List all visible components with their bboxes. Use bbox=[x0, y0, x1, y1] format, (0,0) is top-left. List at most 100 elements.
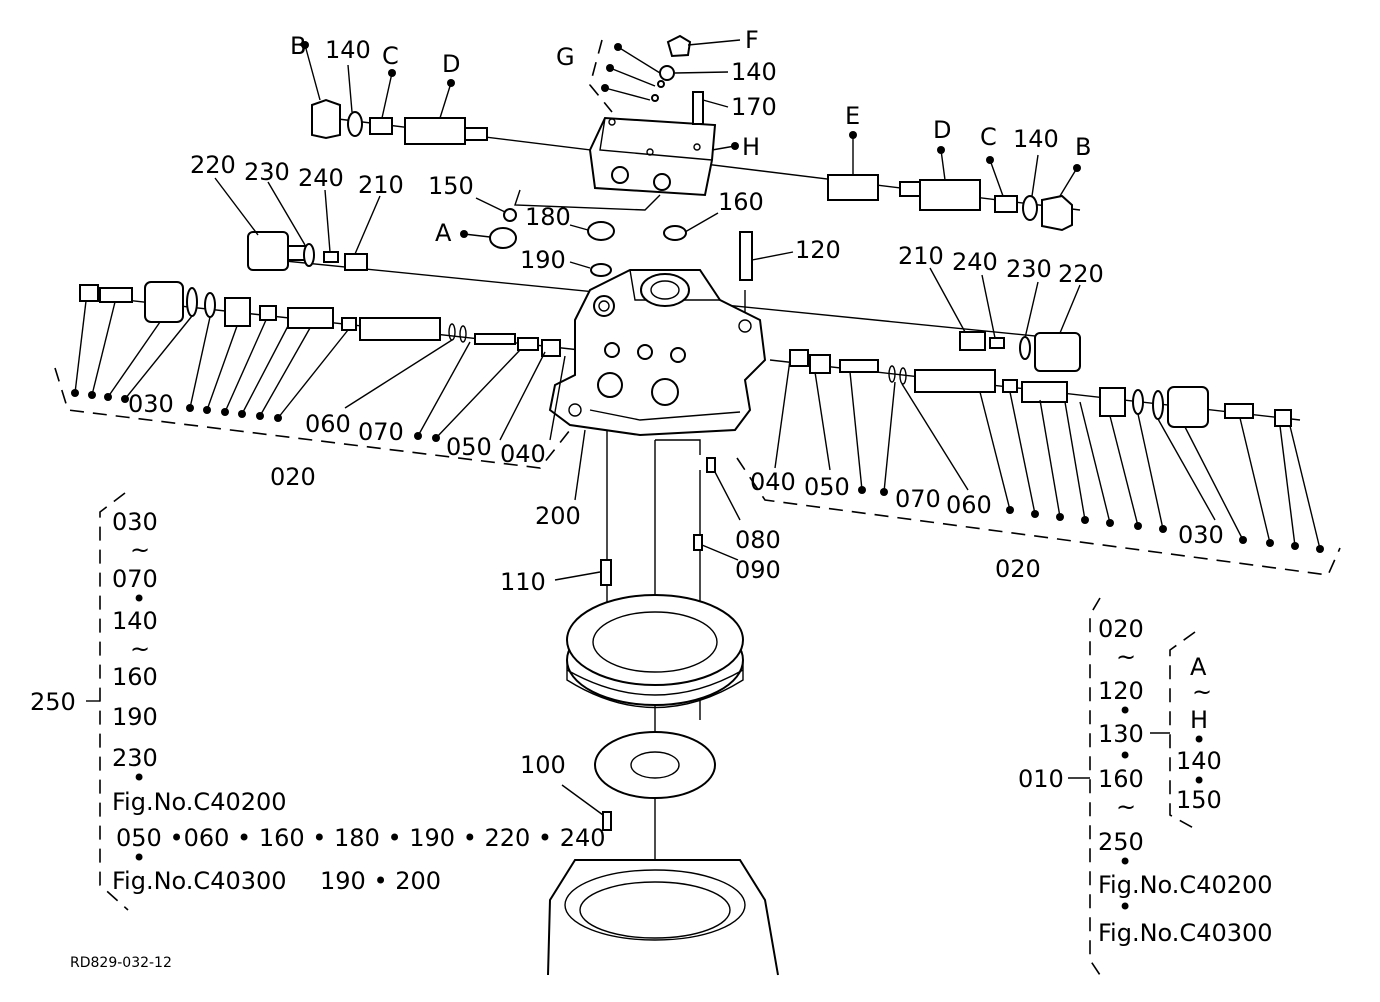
label-200: 200 bbox=[535, 502, 581, 530]
label-060-right: 060 bbox=[946, 491, 992, 519]
label-030-right: 030 bbox=[1178, 521, 1224, 549]
legend-250-fig1-parts: 050 •060 • 160 • 180 • 190 • 220 • 240 bbox=[116, 824, 606, 852]
legend-250-line: 140 bbox=[112, 607, 158, 635]
label-d-right: D bbox=[933, 116, 951, 144]
small-fittings bbox=[489, 34, 692, 277]
legend-250-line: 070 bbox=[112, 565, 158, 593]
label-f: F bbox=[745, 26, 759, 54]
label-230-right: 230 bbox=[1006, 255, 1052, 283]
label-220-left: 220 bbox=[190, 151, 236, 179]
motor-housing bbox=[548, 269, 767, 455]
label-c-right: C bbox=[980, 123, 997, 151]
label-120: 120 bbox=[795, 236, 841, 264]
legend-250-line: 230 bbox=[112, 744, 158, 772]
label-210-left: 210 bbox=[358, 171, 404, 199]
valve-block bbox=[514, 116, 717, 211]
label-b-left: B bbox=[290, 32, 306, 60]
label-020-left: 020 bbox=[270, 463, 316, 491]
label-b-right: B bbox=[1075, 133, 1091, 161]
label-e: E bbox=[845, 102, 860, 130]
group-frames bbox=[54, 39, 1341, 976]
label-150: 150 bbox=[428, 172, 474, 200]
legend-010-fig1: Fig.No.C40200 bbox=[1098, 871, 1273, 899]
label-c-left: C bbox=[382, 42, 399, 70]
left-relief-valve bbox=[247, 231, 368, 271]
label-070-right: 070 bbox=[895, 485, 941, 513]
legend-010-line: ~ bbox=[1116, 643, 1136, 671]
label-g: G bbox=[556, 43, 575, 71]
legend-010-dot: • bbox=[1118, 893, 1132, 921]
legend-010-line: 160 bbox=[1098, 765, 1144, 793]
legend-250-line: • bbox=[132, 764, 146, 792]
legend-010-sub-line: • bbox=[1192, 767, 1206, 795]
legend-010-sub-line: H bbox=[1190, 706, 1208, 734]
label-110: 110 bbox=[500, 568, 546, 596]
upper-right-valve-train bbox=[827, 174, 1073, 232]
legend-250-line: 190 bbox=[112, 703, 158, 731]
label-140-upper-left: 140 bbox=[325, 36, 371, 64]
label-240-right: 240 bbox=[952, 248, 998, 276]
label-180: 180 bbox=[525, 203, 571, 231]
label-030-left: 030 bbox=[128, 390, 174, 418]
legend-010-line: 130 bbox=[1098, 720, 1144, 748]
legend-010-sub-line: 140 bbox=[1176, 747, 1222, 775]
label-090: 090 bbox=[735, 556, 781, 584]
bearing-ring bbox=[566, 594, 744, 709]
legend-010-line: 120 bbox=[1098, 677, 1144, 705]
legend-250-fig2: Fig.No.C40300 bbox=[112, 867, 287, 895]
label-230-left: 230 bbox=[244, 158, 290, 186]
legend-010-sub-line: • bbox=[1192, 726, 1206, 754]
left-horizontal-train bbox=[79, 281, 561, 357]
label-160-top: 160 bbox=[718, 188, 764, 216]
legend-250-line: • bbox=[132, 585, 146, 613]
legend-010-label: 010 bbox=[1018, 765, 1064, 793]
legend-010-line: • bbox=[1118, 697, 1132, 725]
legend-250-line: ~ bbox=[130, 536, 150, 564]
label-040-right: 040 bbox=[750, 468, 796, 496]
label-140-upper-right: 140 bbox=[1013, 125, 1059, 153]
legend-250-label: 250 bbox=[30, 688, 76, 716]
label-220-right: 220 bbox=[1058, 260, 1104, 288]
label-140-top: 140 bbox=[731, 58, 777, 86]
legend-250-fig2-parts: 190 • 200 bbox=[320, 867, 441, 895]
right-relief-valve bbox=[959, 331, 1081, 372]
label-d-left: D bbox=[442, 50, 460, 78]
label-060-left: 060 bbox=[305, 410, 351, 438]
label-a: A bbox=[435, 219, 452, 247]
legend-250-dot: • bbox=[132, 844, 146, 872]
legend-010-line: 020 bbox=[1098, 615, 1144, 643]
legend-250-line: ~ bbox=[130, 635, 150, 663]
label-040-left: 040 bbox=[500, 440, 546, 468]
legend-250-line: 030 bbox=[112, 508, 158, 536]
label-190-top: 190 bbox=[520, 246, 566, 274]
label-h: H bbox=[742, 133, 760, 161]
label-020-right: 020 bbox=[995, 555, 1041, 583]
legend-010-sub-line: A bbox=[1190, 653, 1207, 681]
label-170: 170 bbox=[731, 93, 777, 121]
legend-010: 010 020 ~ 120 • 130 • 160 ~ 250 • Fig.No… bbox=[1018, 615, 1273, 947]
label-050-left: 050 bbox=[446, 433, 492, 461]
legend-250-line: 160 bbox=[112, 663, 158, 691]
legend-250-fig1: Fig.No.C40200 bbox=[112, 788, 287, 816]
legend-250: 250 030 ~ 070 • 140 ~ 160 190 230 • Fig.… bbox=[30, 508, 606, 895]
leader-lines bbox=[74, 39, 1321, 816]
upper-left-valve-train bbox=[311, 98, 488, 145]
legend-010-line: • bbox=[1118, 742, 1132, 770]
right-horizontal-train bbox=[789, 349, 1292, 428]
label-240-left: 240 bbox=[298, 164, 344, 192]
label-210-right: 210 bbox=[898, 242, 944, 270]
lower-casing bbox=[547, 859, 779, 976]
legend-010-sub-line: 150 bbox=[1176, 786, 1222, 814]
label-050-right: 050 bbox=[804, 473, 850, 501]
legend-010-fig2: Fig.No.C40300 bbox=[1098, 919, 1273, 947]
legend-010-line: • bbox=[1118, 848, 1132, 876]
label-080: 080 bbox=[735, 526, 781, 554]
part-labels: B 140 C D G F 140 170 H E D C 140 B 220 … bbox=[70, 26, 1224, 971]
label-070-left: 070 bbox=[358, 418, 404, 446]
legend-010-line: ~ bbox=[1116, 793, 1136, 821]
legend-010-sub-line: ~ bbox=[1192, 678, 1212, 706]
legend-010-line: 250 bbox=[1098, 828, 1144, 856]
label-100: 100 bbox=[520, 751, 566, 779]
valve-plate bbox=[594, 731, 716, 799]
